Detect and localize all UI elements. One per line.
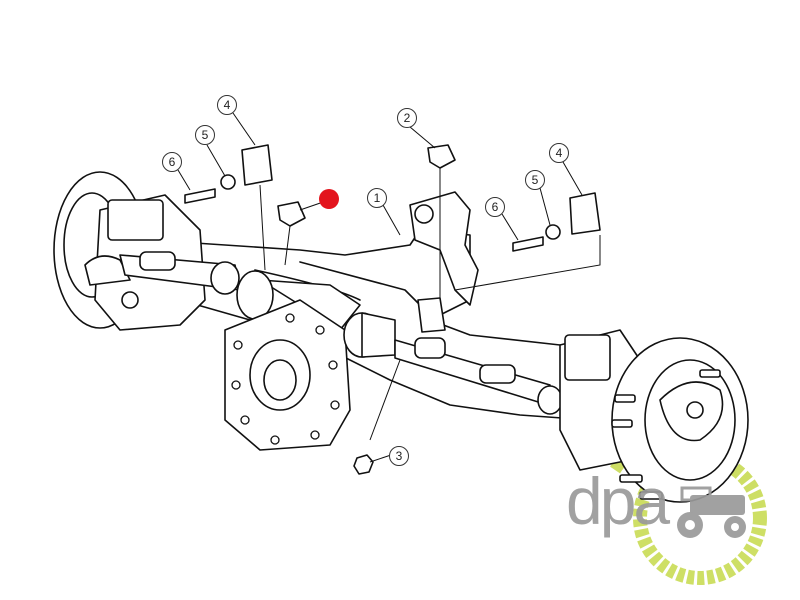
- callout-6-right[interactable]: 6: [485, 197, 505, 217]
- dpa-logo-text: dpa: [566, 464, 670, 538]
- callout-3[interactable]: 3: [389, 446, 409, 466]
- highlight-dot: [319, 189, 339, 209]
- callout-5[interactable]: 5: [195, 125, 215, 145]
- right-tie-rod: [394, 337, 563, 415]
- callout-4-right[interactable]: 4: [549, 143, 569, 163]
- left-wheel-hub: [53, 171, 206, 331]
- callout-1[interactable]: 1: [367, 188, 387, 208]
- left-tie-rod: [119, 251, 241, 295]
- callout-5-right[interactable]: 5: [525, 170, 545, 190]
- callout-6[interactable]: 6: [162, 152, 182, 172]
- differential-housing: [224, 270, 396, 451]
- callout-4[interactable]: 4: [217, 95, 237, 115]
- exploded-parts: [177, 112, 601, 475]
- callout-2[interactable]: 2: [397, 108, 417, 128]
- right-wheel-hub: [559, 329, 749, 503]
